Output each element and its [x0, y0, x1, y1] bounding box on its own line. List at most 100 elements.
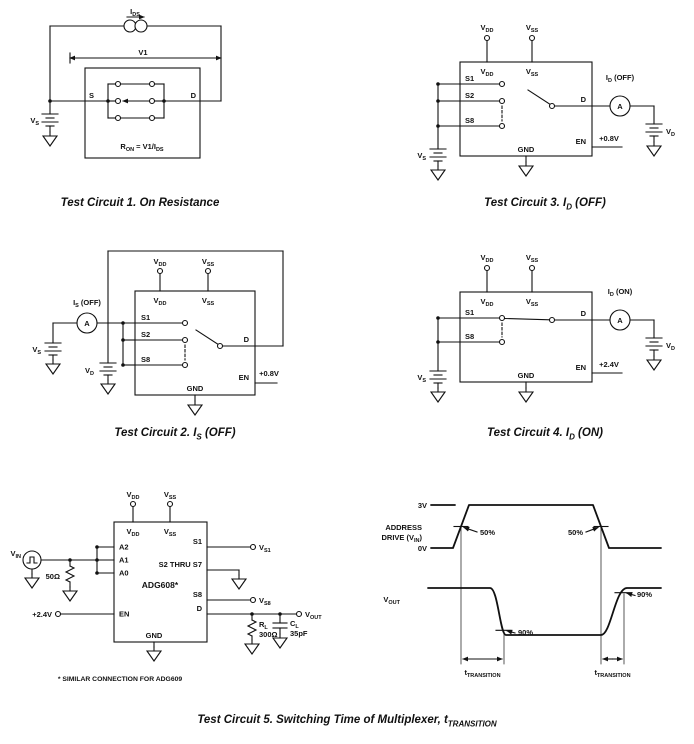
- gnd-pin-label: GND: [518, 145, 535, 154]
- address-drive-label-line2: DRIVE (VIN): [381, 533, 422, 544]
- en-pin-label: EN: [119, 610, 129, 619]
- junction-dot: [48, 99, 52, 103]
- ammeter-letter: A: [617, 102, 623, 111]
- ground-icon: [518, 161, 534, 177]
- pct90-fall-label: 90%: [518, 628, 533, 637]
- ground-icon: [100, 379, 116, 395]
- caption-text: (OFF): [201, 427, 236, 439]
- en-pin-label: EN: [576, 363, 586, 372]
- s8-pin-label: S8: [465, 116, 474, 125]
- id-on-label: ID (ON): [608, 287, 633, 298]
- vss-pin-label: VSS: [164, 527, 177, 538]
- address-drive-label-line1: ADDRESS: [385, 523, 422, 532]
- vout-label: VOUT: [305, 610, 322, 621]
- caption-text: Test Circuit 4. I: [487, 427, 570, 439]
- vout-terminal-icon: [295, 610, 303, 618]
- switch-contacts: [114, 80, 156, 122]
- vdd-supply-label: VDD: [127, 490, 140, 501]
- pct50-rise-label: 50%: [480, 528, 495, 537]
- vd-label: VD: [666, 341, 675, 352]
- vdd-terminal-icon: [129, 500, 137, 508]
- ground-icon: [146, 646, 162, 662]
- ammeter-icon: [609, 95, 631, 117]
- d-pin-label: D: [581, 309, 587, 318]
- vdd-supply-label: VDD: [481, 253, 494, 264]
- s2-thru-s7-label: S2 THRU S7: [159, 560, 202, 569]
- tc1-wiring: [49, 25, 222, 159]
- junction-dot: [121, 363, 125, 367]
- vs-label: VS: [417, 151, 426, 162]
- caption-text: (OFF): [571, 197, 606, 209]
- caption-sub: D: [569, 432, 575, 442]
- pointer-arrows: [463, 526, 636, 635]
- measurement-ticks: [453, 525, 633, 631]
- vs-label: VS: [32, 345, 41, 356]
- vs8-terminal-icon: [249, 596, 257, 604]
- s1-pin-label: S1: [465, 74, 474, 83]
- ground-icon: [430, 165, 446, 181]
- gnd-pin-label: GND: [518, 371, 535, 380]
- junction-dot: [68, 558, 72, 562]
- en-pin-label: EN: [239, 373, 249, 382]
- ids-current-source-icon: [123, 19, 148, 33]
- ground-icon: [187, 400, 203, 416]
- d-pin-label: D: [244, 335, 250, 344]
- junction-dot: [106, 99, 110, 103]
- v1-dimension: [69, 52, 222, 64]
- caption-sub: TRANSITION: [447, 719, 497, 729]
- cl-label: CL: [290, 619, 299, 630]
- junction-dot: [121, 321, 125, 325]
- vs-battery-icon: [41, 113, 59, 127]
- en-terminal-icon: [54, 610, 62, 618]
- a2-pin-label: A2: [119, 543, 129, 552]
- caption-sub: D: [566, 202, 572, 212]
- vs1-label: VS1: [259, 543, 271, 554]
- vd-battery-icon: [645, 123, 663, 137]
- id-off-label: ID (OFF): [606, 73, 635, 84]
- tc1-caption: Test Circuit 1. On Resistance: [25, 197, 255, 209]
- ammeter-icon: [76, 312, 98, 334]
- ground-icon: [518, 387, 534, 403]
- ids-label: IDS: [130, 7, 140, 18]
- gnd-pin-label: GND: [146, 631, 163, 640]
- adg609-note: * SIMILAR CONNECTION FOR ADG609: [58, 676, 183, 683]
- tc4-wiring: [437, 269, 655, 389]
- r50-label: 50Ω: [46, 572, 60, 581]
- vs-battery-icon: [429, 148, 447, 162]
- en-voltage-label: +0.8V: [599, 134, 619, 143]
- vd-battery-icon: [645, 337, 663, 351]
- junction-dot: [436, 124, 440, 128]
- vd-label: VD: [85, 366, 94, 377]
- junction-dot: [121, 338, 125, 342]
- vss-terminal-icon: [204, 267, 212, 275]
- en-voltage-label: +0.8V: [259, 369, 279, 378]
- junction-dot: [95, 571, 99, 575]
- vs-battery-icon: [429, 370, 447, 384]
- tc2-wiring: [52, 250, 284, 402]
- s2-pin-label: S2: [465, 91, 474, 100]
- t-transition-label-2: tTRANSITION: [594, 668, 630, 679]
- vs-battery-icon: [44, 342, 62, 356]
- vss-terminal-icon: [166, 500, 174, 508]
- ammeter-letter: A: [617, 316, 623, 325]
- rl-value-label: 300Ω: [259, 630, 278, 639]
- vdd-supply-label: VDD: [481, 23, 494, 34]
- s1-pin-label: S1: [465, 308, 474, 317]
- vs1-terminal-icon: [249, 543, 257, 551]
- rl-label: RL: [259, 620, 268, 631]
- caption-sub: S: [196, 432, 202, 442]
- junction-dot: [436, 82, 440, 86]
- vdd-terminal-icon: [483, 264, 491, 272]
- level-0v-label: 0V: [418, 544, 427, 553]
- vss-supply-label: VSS: [526, 23, 539, 34]
- ground-icon: [646, 355, 662, 371]
- s8-pin-label: S8: [465, 332, 474, 341]
- vdd-pin-label: VDD: [154, 296, 167, 307]
- test-circuit-3-diagram: VDD VSS VDD VSS S1 S2 S8 D EN +0.8V GND …: [417, 23, 675, 181]
- tc5-caption: Test Circuit 5. Switching Time of Multip…: [0, 714, 694, 728]
- test-circuit-1-diagram: IDS V1 S D VS RON = V1/IDS: [30, 7, 222, 159]
- caption-text: Test Circuit 1. On Resistance: [60, 197, 220, 209]
- a1-pin-label: A1: [119, 556, 129, 565]
- v1-label: V1: [138, 48, 147, 57]
- ground-icon: [45, 359, 61, 375]
